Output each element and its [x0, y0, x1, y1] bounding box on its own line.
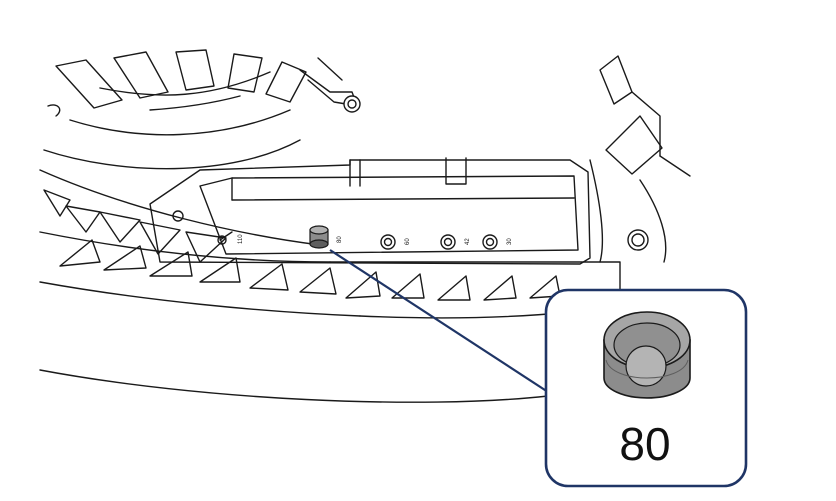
slot-label: 80 [337, 236, 343, 243]
m2-standoff-icon [603, 311, 691, 399]
slot-label: 30 [507, 238, 513, 245]
slot-label: 42 [465, 238, 471, 245]
slot-label: 60 [405, 238, 411, 245]
slot-30: 30 [482, 234, 513, 250]
callout-leader-line [329, 249, 549, 393]
callout-value: 80 [619, 418, 670, 470]
console-housing-right [589, 55, 691, 263]
slot-60: 60 [380, 234, 411, 250]
m2-expansion-bay [149, 157, 591, 265]
heatsink-fins [39, 169, 621, 403]
slot-label: 110 [238, 234, 244, 244]
slot-110: 110 [238, 234, 244, 244]
callout-box: 80 [544, 288, 748, 488]
slot-42: 42 [440, 234, 471, 250]
cooling-fan [43, 49, 361, 170]
slot-80: 80 [309, 225, 343, 249]
m2-standoff-icon [309, 225, 329, 249]
